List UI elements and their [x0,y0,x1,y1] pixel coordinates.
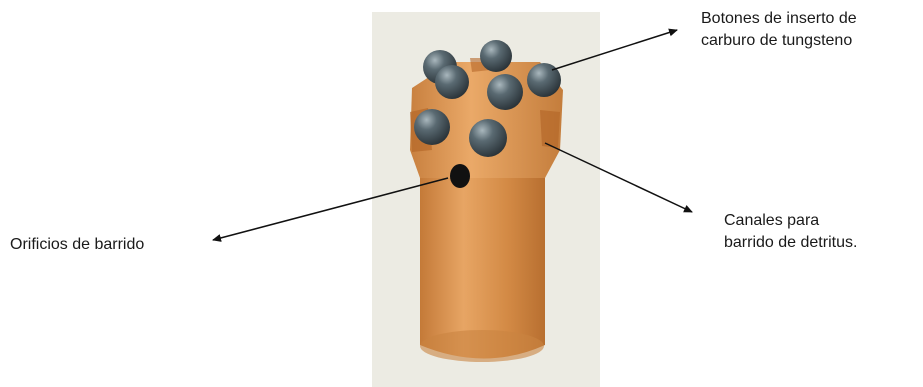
label-carbide-buttons-line1: Botones de inserto de [701,8,857,30]
carbide-button [480,40,512,72]
carbide-button [469,119,507,157]
label-flushing-channels: Canales para barrido de detritus. [724,210,857,254]
label-flushing-channels-line1: Canales para [724,210,857,232]
carbide-button [414,109,450,145]
flushing-hole [450,164,470,188]
label-flushing-holes-line1: Orificios de barrido [10,234,144,256]
bit-shank [420,170,545,362]
label-flushing-holes: Orificios de barrido [10,234,144,256]
label-carbide-buttons-line2: carburo de tungsteno [701,30,857,52]
arrow-channels [545,143,692,212]
arrow-buttons [552,30,677,70]
label-carbide-buttons: Botones de inserto de carburo de tungste… [701,8,857,52]
carbide-button [487,74,523,110]
carbide-button [435,65,469,99]
label-flushing-channels-line2: barrido de detritus. [724,232,857,254]
arrow-holes [213,178,448,240]
